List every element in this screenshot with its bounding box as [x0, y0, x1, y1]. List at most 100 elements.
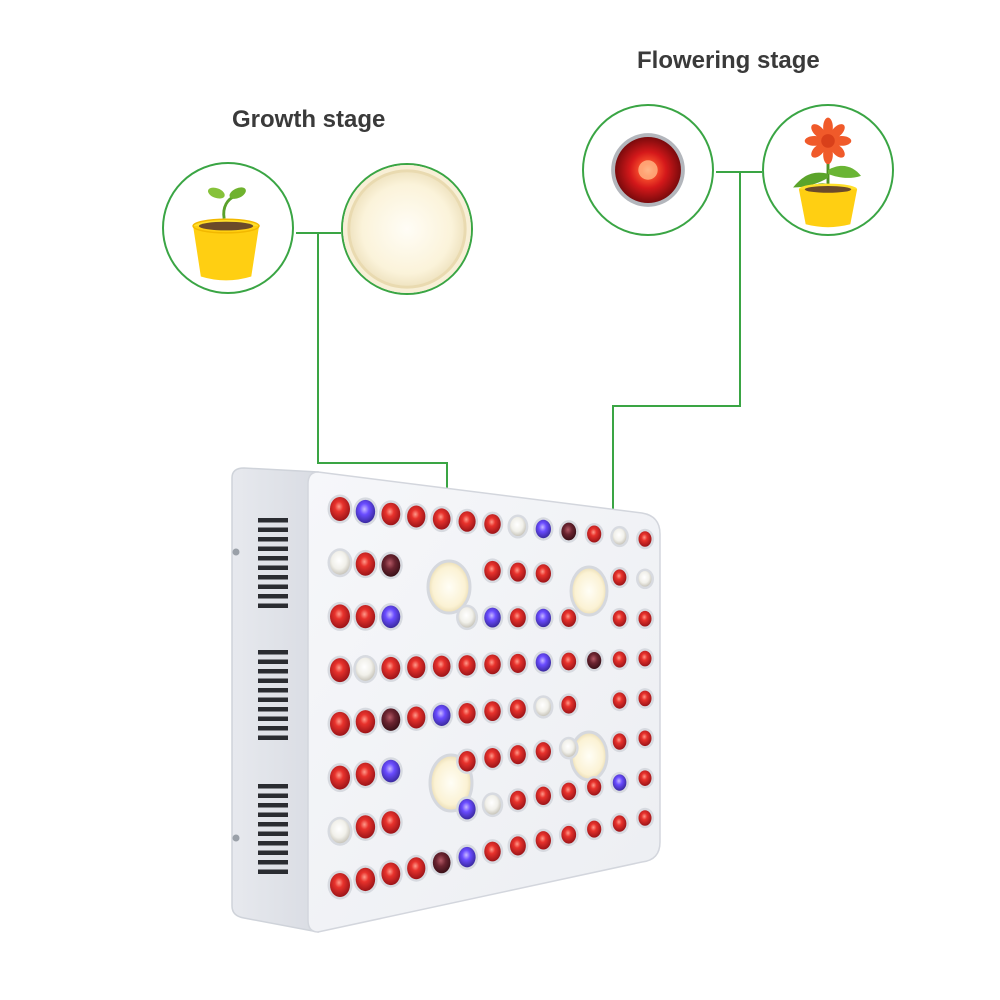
red-led — [432, 655, 451, 677]
red-led — [535, 564, 551, 583]
white-led — [458, 607, 476, 628]
red-led — [638, 531, 652, 547]
vent-slot — [258, 707, 288, 712]
sprout-in-pot-icon — [192, 187, 260, 281]
red-led — [509, 562, 526, 582]
red-led — [355, 867, 376, 892]
red-led — [509, 836, 526, 856]
red-led — [355, 604, 376, 629]
vent-slot — [258, 726, 288, 731]
vent-slot — [258, 841, 288, 846]
red-led — [612, 815, 627, 832]
red-led — [561, 825, 577, 844]
vent-slot — [258, 669, 288, 674]
red-led — [535, 742, 551, 761]
white-led-circle — [341, 163, 473, 295]
cob-light — [426, 559, 472, 615]
red-led — [638, 610, 652, 627]
red-led — [432, 508, 451, 530]
red-led — [535, 786, 551, 806]
red-led — [561, 609, 577, 627]
red-led — [484, 841, 501, 862]
vent-slot — [258, 575, 288, 580]
sprout-pot-circle — [162, 162, 294, 294]
white-led — [612, 528, 627, 545]
red-led — [509, 790, 526, 810]
blue-led — [381, 605, 401, 629]
white-led — [484, 794, 501, 815]
red-led — [509, 608, 526, 628]
red-led — [484, 514, 501, 534]
vent-slot — [258, 688, 288, 693]
red-led — [561, 695, 577, 714]
vent-slot — [258, 565, 288, 570]
blue-led — [612, 774, 627, 791]
red-led — [587, 820, 602, 838]
red-led — [330, 873, 350, 897]
red-led — [381, 502, 401, 526]
vent-slot — [258, 735, 288, 740]
white-led — [355, 657, 376, 681]
red-led — [355, 710, 376, 734]
ir-led — [587, 652, 602, 669]
red-led — [381, 811, 401, 834]
red-led — [355, 552, 376, 576]
vent-slot — [258, 594, 288, 599]
vent-slot — [258, 584, 288, 589]
cob-light — [569, 730, 609, 782]
red-led-circle — [582, 104, 714, 236]
vent-slot — [258, 793, 288, 798]
vent-slot — [258, 697, 288, 702]
red-led — [330, 658, 350, 683]
vent-slot — [258, 556, 288, 561]
vent-slot — [258, 678, 288, 683]
flowering-stage-label: Flowering stage — [637, 47, 820, 74]
vent-slot — [258, 716, 288, 721]
red-led — [458, 750, 476, 772]
red-led — [407, 505, 426, 528]
red-led — [612, 692, 627, 709]
vent-slot — [258, 546, 288, 551]
red-led — [330, 711, 350, 736]
red-led-icon — [611, 133, 685, 207]
white-led — [509, 516, 526, 537]
blue-led — [458, 846, 476, 868]
blue-led — [381, 759, 401, 783]
red-led — [355, 762, 376, 786]
red-led — [612, 733, 627, 750]
vent-slot — [258, 784, 288, 789]
flower-in-pot-icon — [793, 117, 861, 228]
vent-slot — [258, 527, 288, 532]
ir-led — [561, 522, 577, 541]
vent-slot — [258, 518, 288, 523]
red-led — [561, 652, 577, 671]
white-led — [561, 739, 577, 757]
red-led — [484, 560, 501, 581]
red-led — [612, 610, 627, 627]
red-led — [330, 765, 350, 790]
red-led — [484, 701, 501, 722]
ir-led — [381, 708, 401, 731]
red-led — [612, 569, 627, 586]
red-led — [458, 511, 476, 532]
red-led — [587, 525, 602, 543]
red-led — [407, 706, 426, 729]
vent-slot — [258, 869, 288, 874]
red-led — [355, 815, 376, 839]
blue-led — [535, 608, 551, 628]
red-led — [458, 655, 476, 676]
red-led — [484, 748, 501, 768]
red-led — [509, 699, 526, 719]
white-led — [535, 697, 551, 717]
white-led — [638, 571, 652, 587]
red-led — [638, 650, 652, 667]
blue-led — [355, 499, 376, 524]
red-led — [484, 654, 501, 675]
vent-slot — [258, 537, 288, 542]
red-led — [509, 745, 526, 765]
red-led — [535, 831, 551, 850]
ir-led — [432, 852, 451, 874]
red-led — [587, 778, 602, 796]
